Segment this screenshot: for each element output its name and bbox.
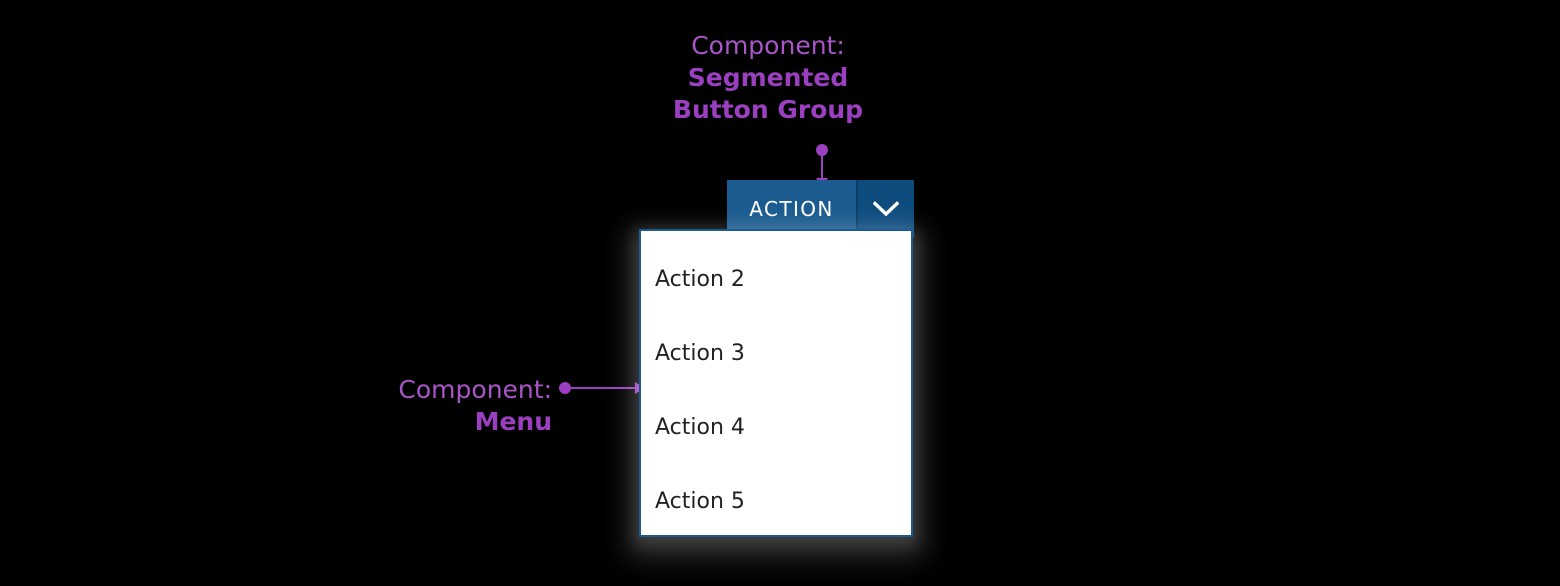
connector-dot-icon xyxy=(559,382,571,394)
action-button[interactable]: ACTION xyxy=(727,180,856,237)
segment-divider xyxy=(856,180,858,237)
annotation-menu: Component: Menu xyxy=(380,374,552,438)
menu-item[interactable]: Action 2 xyxy=(655,266,745,292)
connector-line xyxy=(569,387,637,389)
annotation-left-value: Menu xyxy=(474,407,552,436)
action-dropdown-toggle-button[interactable] xyxy=(858,180,914,237)
annotation-left-label: Component: xyxy=(398,375,552,404)
menu-item[interactable]: Action 3 xyxy=(655,340,745,366)
connector-dot-icon xyxy=(816,144,828,156)
menu[interactable]: Action 2 Action 3 Action 4 Action 5 xyxy=(639,229,913,537)
menu-item[interactable]: Action 5 xyxy=(655,488,745,514)
connector-line xyxy=(821,154,823,182)
annotation-connector-horizontal xyxy=(559,381,649,395)
annotation-top-label: Component: xyxy=(691,31,845,60)
annotation-top-value-line2: Button Group xyxy=(672,95,864,124)
annotation-top-value-line1: Segmented xyxy=(687,63,849,92)
annotation-segmented-button-group: Component: Segmented Button Group xyxy=(618,30,918,126)
chevron-down-icon xyxy=(873,200,899,217)
segmented-button-group[interactable]: ACTION xyxy=(727,180,914,237)
menu-item[interactable]: Action 4 xyxy=(655,414,745,440)
